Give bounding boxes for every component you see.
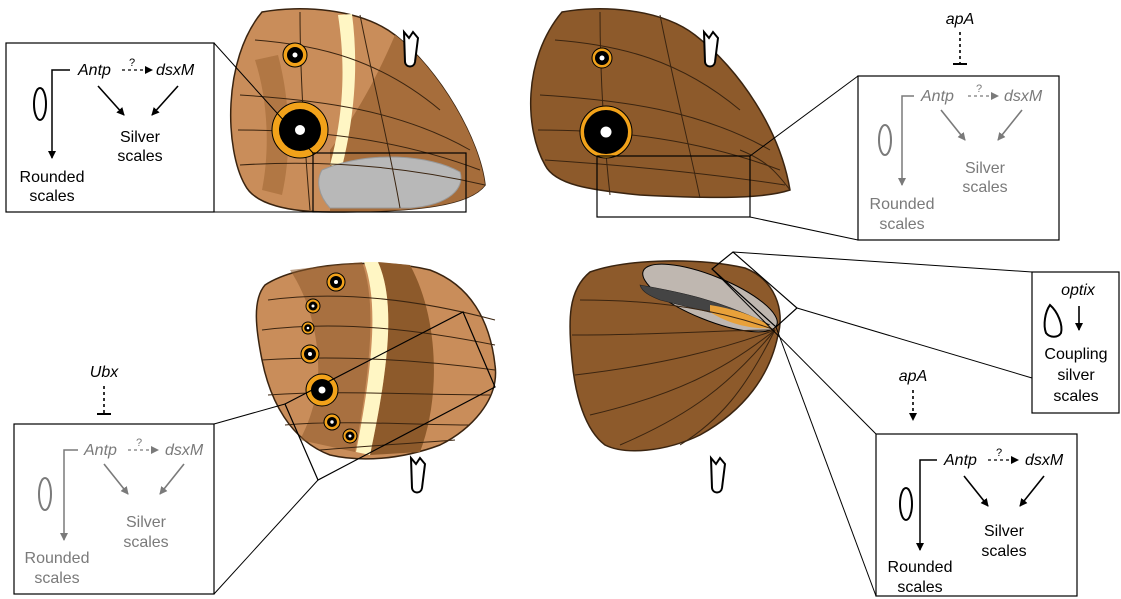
gene-dsxm: dsxM	[156, 62, 195, 79]
forewing-ventral-small-eyespot-pupil	[293, 53, 298, 58]
silver-scales-line1: Silver	[965, 160, 1006, 177]
repressor-ubx: Ubx	[90, 364, 119, 414]
rounded-scales-line2: scales	[897, 579, 942, 596]
panel-hindwing-dorsal: Antp dsxM ? Silver scales Rounded scales	[876, 434, 1077, 596]
silver-scales-line2: scales	[981, 543, 1026, 560]
notched-scale-icon	[704, 32, 718, 67]
forewing-dorsal-small-eyespot-pupil	[600, 56, 605, 61]
coupling-line2: silver	[1057, 367, 1095, 384]
rounded-scales-line1: Rounded	[25, 550, 90, 567]
rounded-scales-line1: Rounded	[20, 169, 85, 186]
silver-scales-line1: Silver	[120, 129, 161, 146]
gene-apa-repressor: apA	[946, 11, 974, 28]
hindwing-dorsal-zoom-line-a	[733, 252, 1032, 272]
gene-antp: Antp	[83, 442, 117, 459]
gene-antp: Antp	[77, 62, 111, 79]
forewing-dorsal-large-eyespot-pupil	[601, 127, 612, 138]
gene-optix: optix	[1061, 282, 1096, 299]
repressor-apa-top: apA	[946, 11, 974, 64]
rounded-scale-icon	[39, 478, 51, 510]
uncertain-mark: ?	[136, 437, 142, 449]
rounded-scales-line2: scales	[29, 188, 74, 205]
rounded-scale-icon	[879, 125, 891, 155]
gene-antp: Antp	[943, 452, 977, 469]
rounded-scales-line1: Rounded	[888, 559, 953, 576]
rounded-scales-line1: Rounded	[870, 196, 935, 213]
panel-hindwing-ventral: Antp dsxM ? Silver scales Rounded scales	[14, 424, 214, 594]
notched-scale-icon	[711, 458, 725, 493]
silver-scales-line1: Silver	[984, 523, 1025, 540]
hindwing-ventral	[214, 262, 496, 594]
gene-dsxm: dsxM	[165, 442, 204, 459]
panel-hindwing-dorsal-optix: optix Coupling silver scales	[1032, 272, 1119, 413]
rounded-scales-line2: scales	[879, 216, 924, 233]
rounded-scales-line2: scales	[34, 570, 79, 587]
uncertain-mark: ?	[129, 57, 135, 69]
gene-ubx-repressor: Ubx	[90, 364, 119, 381]
uncertain-mark: ?	[976, 83, 982, 95]
hindwing-dorsal-zoom-line-d	[776, 327, 876, 596]
gene-antp: Antp	[920, 88, 954, 105]
uncertain-mark: ?	[996, 447, 1002, 459]
activator-apa-bottom: apA	[899, 368, 927, 420]
silver-scales-line1: Silver	[126, 514, 167, 531]
coupling-line3: scales	[1053, 388, 1098, 405]
forewing-dorsal	[531, 9, 858, 240]
hindwing-ventral-zoom-line-bottom	[214, 480, 318, 594]
hindwing-ventral-zoom-line-top	[214, 404, 285, 424]
notched-scale-icon	[404, 32, 418, 67]
silver-scales-line2: scales	[123, 534, 168, 551]
rounded-scale-icon	[34, 88, 46, 120]
silver-scales-line2: scales	[962, 179, 1007, 196]
gene-dsxm: dsxM	[1025, 452, 1064, 469]
coupling-line1: Coupling	[1044, 346, 1107, 363]
gene-dsxm: dsxM	[1004, 88, 1043, 105]
panel-forewing-dorsal: Antp dsxM ? Silver scales Rounded scales	[858, 76, 1059, 240]
silver-scales-line2: scales	[117, 148, 162, 165]
forewing-ventral-large-eyespot-pupil	[295, 125, 305, 135]
panel-forewing-ventral: Antp dsxM ? Silver scales Rounded scales	[6, 43, 214, 212]
forewing-dorsal-zoom-line-top	[750, 76, 858, 156]
forewing-dorsal-zoom-line-bottom	[750, 217, 858, 240]
notched-scale-icon	[411, 458, 425, 493]
gene-apa-activator: apA	[899, 368, 927, 385]
forewing-ventral	[214, 9, 485, 212]
rounded-scale-icon	[900, 488, 912, 520]
